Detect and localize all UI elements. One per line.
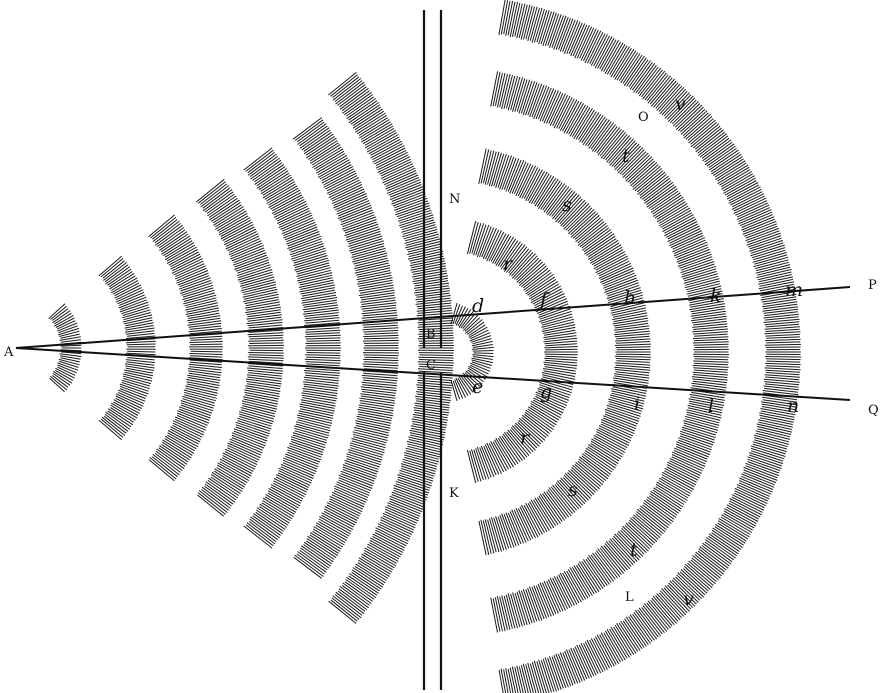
label-v-top: v [675,93,686,115]
rays [15,286,851,401]
incident-wavefront [48,303,82,393]
incident-wavefront [195,178,285,517]
label-g: g [540,381,552,403]
label-i: i [634,393,640,415]
ray-lower [15,347,851,401]
label-f: f [538,289,550,311]
label-t-top: t [622,145,630,167]
ray-upper [15,286,851,349]
label-s-top: s [562,194,572,216]
barrier [422,10,443,690]
label-K: K [449,486,459,501]
label-n: n [787,395,799,417]
diffracted-wavefront [450,302,494,401]
diffracted-wavefront [498,0,802,693]
incident-wavefront [98,255,156,441]
label-d: d [472,295,484,317]
label-m: m [785,279,803,301]
label-v-bottom: v [683,588,694,610]
label-k: k [710,285,722,307]
label-l: l [708,395,714,417]
label-r-top: r [503,253,514,275]
diffracted-wavefronts [450,0,802,693]
label-P: P [868,278,877,293]
diffracted-wavefront [478,148,651,556]
label-N: N [449,192,460,207]
label-O: O [638,110,649,125]
label-L: L [625,590,634,605]
label-t-bottom: t [630,539,638,561]
label-B: B [426,327,436,342]
incident-wavefronts [48,72,455,624]
diffracted-wavefront [490,71,730,633]
diffracted-wavefront [466,220,578,484]
label-e: e [472,376,483,398]
label-C: C [426,358,436,373]
label-r-bottom: r [520,427,531,449]
label-A: A [3,345,14,360]
label-h: h [624,287,636,309]
label-Q: Q [868,403,879,418]
incident-wavefront [148,214,224,482]
label-s-bottom: s [568,479,578,501]
